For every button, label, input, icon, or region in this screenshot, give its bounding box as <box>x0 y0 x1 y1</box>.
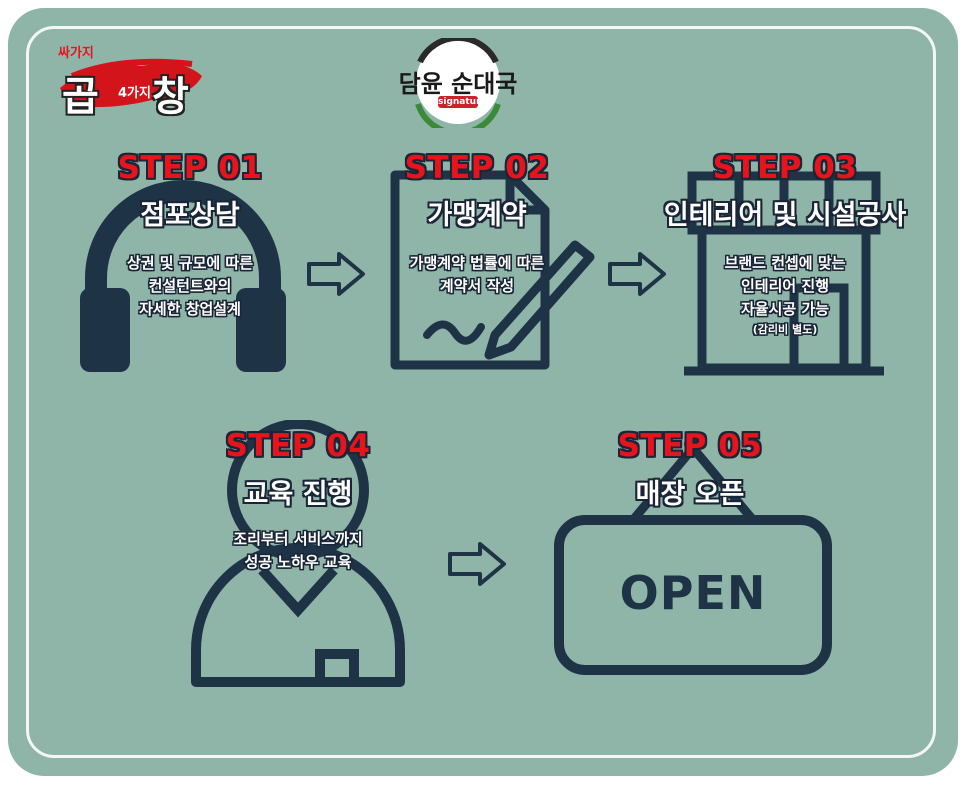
brand-logo-left: 싸가지 곱 4가지 창 <box>52 36 212 126</box>
inner-border <box>26 26 936 758</box>
step-01-title: 점포상담 <box>140 200 240 231</box>
step-01-label: STEP 01 <box>117 150 263 186</box>
step-02-description: 가맹계약 법률에 따른 계약서 작성 <box>410 252 545 298</box>
step-04-label: STEP 04 <box>225 428 371 464</box>
logo-ring-icon <box>415 38 501 128</box>
open-sign-text: OPEN <box>619 566 767 620</box>
step-04-desc-line: 성공 노하우 교육 <box>244 553 352 571</box>
step-02-desc-line: 가맹계약 법률에 따른 <box>409 254 545 272</box>
step-03-desc-note: (감리비 별도) <box>752 323 818 336</box>
step-01-desc-line: 컨설턴트와의 <box>148 277 232 295</box>
brand-logo-small-text: 싸가지 <box>58 46 94 61</box>
arrow-right-icon <box>608 252 666 296</box>
brand-logo-main-text-a: 곱 <box>62 73 99 120</box>
open-sign-icon <box>554 435 832 675</box>
storefront-icon <box>684 171 884 376</box>
step-02-title: 가맹계약 <box>427 200 527 231</box>
step-04-description: 조리부터 서비스까지 성공 노하우 교육 <box>233 528 362 574</box>
contract-pen-icon <box>390 170 595 370</box>
center-logo-signature: signature <box>438 96 487 108</box>
step-04-title: 교육 진행 <box>243 479 353 510</box>
step-05-label: STEP 05 <box>617 428 763 464</box>
brand-logo-main-text-b: 창 <box>152 73 189 120</box>
step-03-desc-line: 브랜드 컨셉에 맞는 <box>724 254 846 272</box>
step-03-desc-line: 자율시공 가능 <box>740 300 830 318</box>
step-03-label: STEP 03 <box>712 150 858 186</box>
step-01-desc-line: 상권 및 규모에 따른 <box>126 254 254 272</box>
center-logo-name: 담윤 순대국 <box>398 70 518 98</box>
brand-logo-mid-text: 4가지 <box>118 86 151 101</box>
headphones-icon <box>80 180 286 372</box>
step-03-title: 인테리어 및 시설공사 <box>663 200 907 231</box>
step-04-desc-line: 조리부터 서비스까지 <box>233 530 363 548</box>
person-icon <box>191 420 405 687</box>
arrow-right-icon <box>448 542 506 586</box>
step-01-description: 상권 및 규모에 따른 컨설턴트와의 자세한 창업설계 <box>127 252 253 321</box>
step-03-desc-line: 인테리어 진행 <box>740 277 830 295</box>
arrow-right-icon <box>307 252 365 296</box>
step-02-desc-line: 계약서 작성 <box>439 277 515 295</box>
step-03-description: 브랜드 컨셉에 맞는 인테리어 진행 자율시공 가능 (감리비 별도) <box>725 252 846 339</box>
step-01-desc-line: 자세한 창업설계 <box>139 300 241 318</box>
brush-stroke-icon <box>60 58 202 108</box>
step-02-label: STEP 02 <box>404 150 550 186</box>
step-05-title: 매장 오픈 <box>635 479 745 510</box>
background-panel <box>8 8 958 776</box>
brand-logo-center: 담윤 순대국 signature <box>388 38 528 128</box>
